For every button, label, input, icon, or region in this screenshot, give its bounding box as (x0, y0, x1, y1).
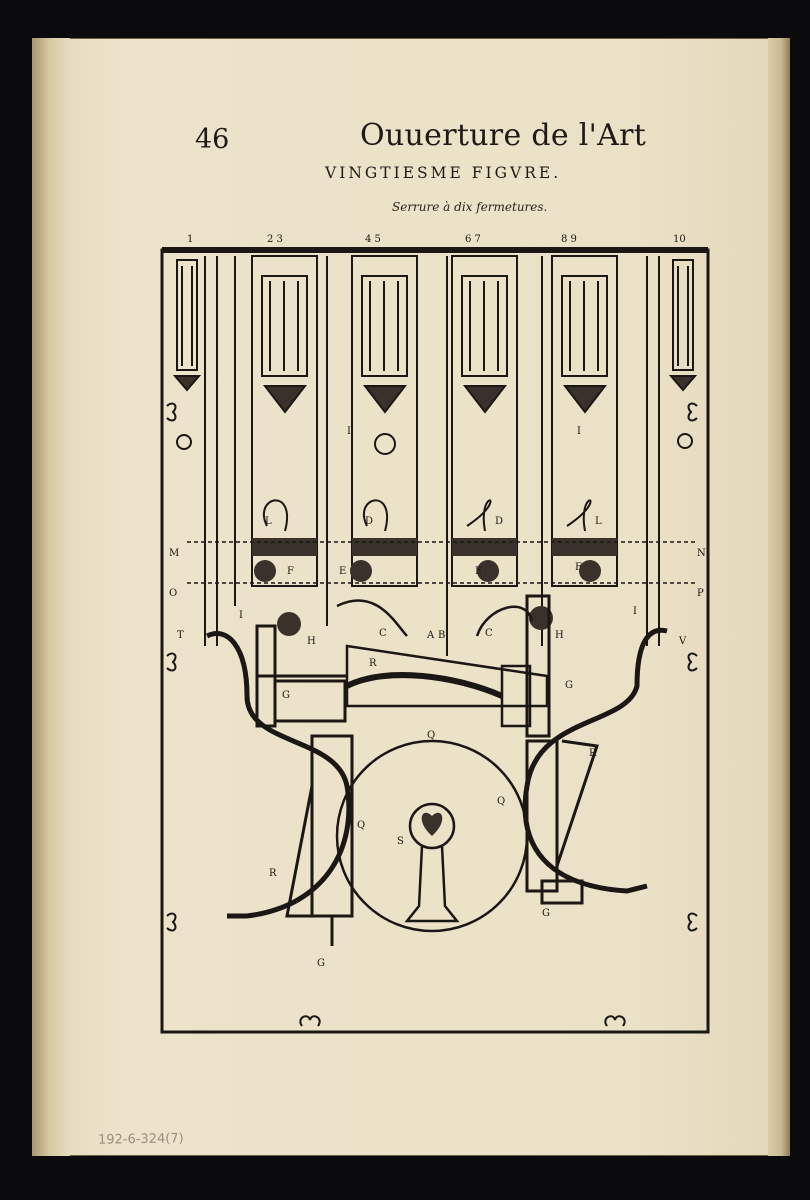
label-Q-2: Q (357, 820, 365, 831)
label-H-1: H (307, 636, 316, 647)
label-R-2: R (589, 748, 597, 759)
bolt-bars (255, 594, 551, 738)
lock-woodcut-illustration: 1 2 3 4 5 6 7 8 9 10 (160, 234, 710, 1034)
label-G-3: G (317, 958, 325, 969)
lower-bars (285, 734, 599, 946)
bolt-column-8-9 (551, 255, 618, 587)
label-M: M (169, 548, 179, 559)
label-Q-1: Q (427, 730, 435, 741)
label-H-2: H (555, 630, 564, 641)
central-mechanism (336, 599, 549, 728)
book-page: 46 Ouuerture de l'Art VINGTIESME FIGVRE.… (32, 38, 790, 1156)
keyhole (404, 802, 460, 923)
library-shelfmark: 192-6-324(7) (97, 1131, 184, 1148)
label-I-1: I (347, 426, 351, 437)
leaf-springs (262, 499, 592, 532)
column-number-4-5: 4 5 (365, 234, 381, 245)
bolt-column-2-3 (251, 255, 318, 587)
label-R-1: R (369, 658, 377, 669)
figure-title: VINGTIESME FIGVRE. (325, 164, 562, 182)
label-C-1: C (379, 628, 387, 639)
label-P: P (697, 588, 704, 599)
bolt-column-6-7 (451, 255, 518, 587)
part-letters: M O T N P V I I I I L L D D F F E E H H … (169, 426, 706, 969)
label-T: T (177, 630, 184, 641)
label-G-1: G (282, 690, 290, 701)
label-S: S (397, 836, 404, 847)
label-O: O (169, 588, 177, 599)
label-R-3: R (269, 868, 277, 879)
column-number-8-9: 8 9 (561, 234, 577, 245)
bolt-column-1 (172, 259, 202, 392)
long-rods (204, 256, 660, 656)
label-F-2: F (575, 562, 582, 573)
corner-trefoils (166, 402, 698, 1027)
label-I-3: I (239, 610, 243, 621)
label-B: B (438, 630, 445, 641)
bolt-column-10 (668, 259, 698, 449)
bolt-column-4-5 (351, 255, 418, 587)
left-dragon (205, 631, 352, 919)
column-number-1: 1 (187, 234, 193, 245)
label-E-2: E (475, 566, 482, 577)
label-F-1: F (287, 566, 294, 577)
label-A: A (426, 630, 435, 641)
spine-edge (32, 38, 70, 1156)
label-V: V (678, 636, 687, 647)
page-number: 46 (195, 124, 230, 155)
label-L-2: L (595, 516, 602, 527)
label-I-2: I (577, 426, 581, 437)
label-L-1: L (265, 516, 272, 527)
label-Q-3: Q (497, 796, 505, 807)
column-number-10: 10 (673, 234, 686, 245)
heart-ornament (421, 812, 443, 836)
label-G-4: G (542, 908, 550, 919)
rack-bars (252, 538, 617, 556)
figure-caption: Serrure à dix fermetures. (392, 200, 548, 214)
column-number-6-7: 6 7 (465, 234, 481, 245)
label-N: N (697, 548, 706, 559)
label-D-2: D (495, 516, 503, 527)
right-dragon (522, 627, 668, 894)
page-edge (768, 38, 790, 1156)
star-gears (254, 560, 601, 636)
label-E-1: E (339, 566, 346, 577)
ring-left (176, 434, 192, 450)
label-G-2: G (565, 680, 573, 691)
label-C-2: C (485, 628, 493, 639)
column-number-2-3: 2 3 (267, 234, 283, 245)
label-I-4: I (633, 606, 637, 617)
label-D-1: D (365, 516, 373, 527)
running-head: Ouuerture de l'Art (360, 118, 647, 153)
dashed-guides (187, 541, 697, 584)
